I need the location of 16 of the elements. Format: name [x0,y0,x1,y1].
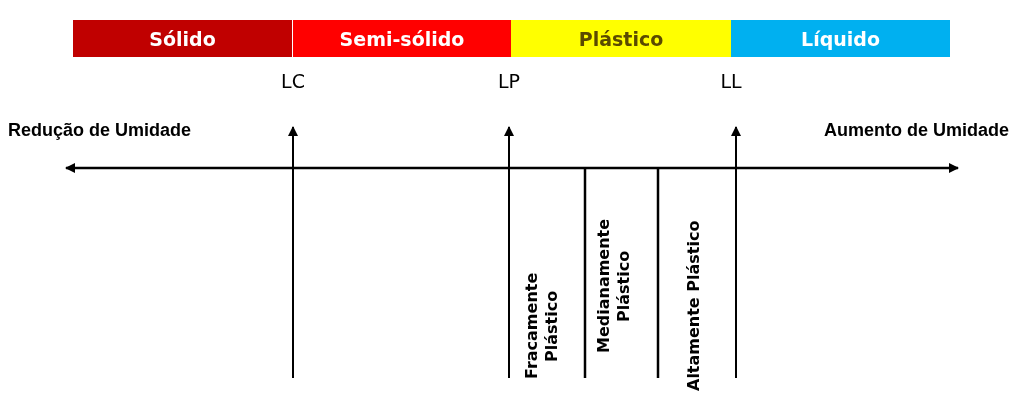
phase-band [511,20,731,57]
phase-label: Líquido [801,27,880,50]
phase-label: Semi-sólido [339,27,465,50]
phase-label: Plástico [578,27,664,50]
range-label: Medianamente Plástico [594,217,634,356]
limit-label: LP [498,70,520,92]
limit-label: LL [720,70,742,92]
phase-band [731,20,950,57]
limit-label: LC [281,70,305,92]
range-label: Fracamente Plástico [522,271,562,382]
direction-label: Redução de Umidade [8,120,192,141]
phase-band [292,20,511,57]
direction-label: Aumento de Umidade [823,120,1009,141]
phase-band [73,20,292,57]
phase-label: Sólido [149,27,216,50]
range-label: Altamente Plástico [684,219,704,394]
